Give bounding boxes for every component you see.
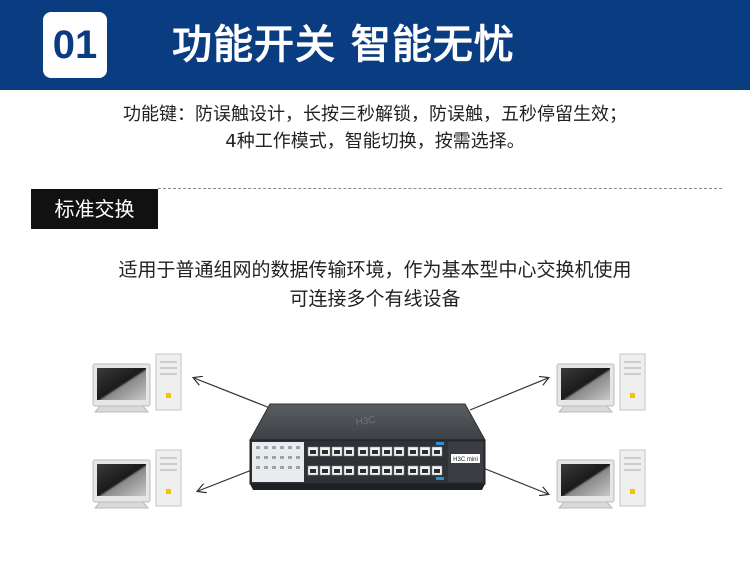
application-line-2: 可连接多个有线设备: [289, 288, 461, 310]
application-line-1: 适用于普通组网的数据传输环境，作为基本型中心交换机使用: [118, 259, 632, 281]
network-switch: H3C H3C mini: [249, 403, 486, 490]
computer-icon: [92, 353, 182, 413]
svg-text:H3C: H3C: [355, 415, 376, 429]
page-title: 功能开关 智能无忧: [172, 22, 515, 68]
network-diagram: H3C H3C mini: [92, 353, 646, 509]
arrow-bottom-right: [477, 465, 548, 494]
number-badge: 01: [43, 12, 107, 78]
arrow-top-right: [469, 378, 548, 411]
header-banner: 01 功能开关 智能无忧: [0, 0, 750, 90]
arrow-top-left: [194, 378, 271, 409]
dashed-divider: [158, 188, 722, 189]
computer-icon: [556, 353, 646, 413]
computer-icon: [556, 449, 646, 509]
section-tag: 标准交换: [31, 189, 158, 229]
intro-line-1: 功能键：防误触设计，长按三秒解锁，防误触，五秒停留生效；: [123, 104, 627, 125]
switch-brand-label: H3C mini: [453, 457, 478, 463]
intro-line-2: 4种工作模式，智能切换，按需选择。: [225, 131, 525, 152]
computer-icon: [92, 449, 182, 509]
